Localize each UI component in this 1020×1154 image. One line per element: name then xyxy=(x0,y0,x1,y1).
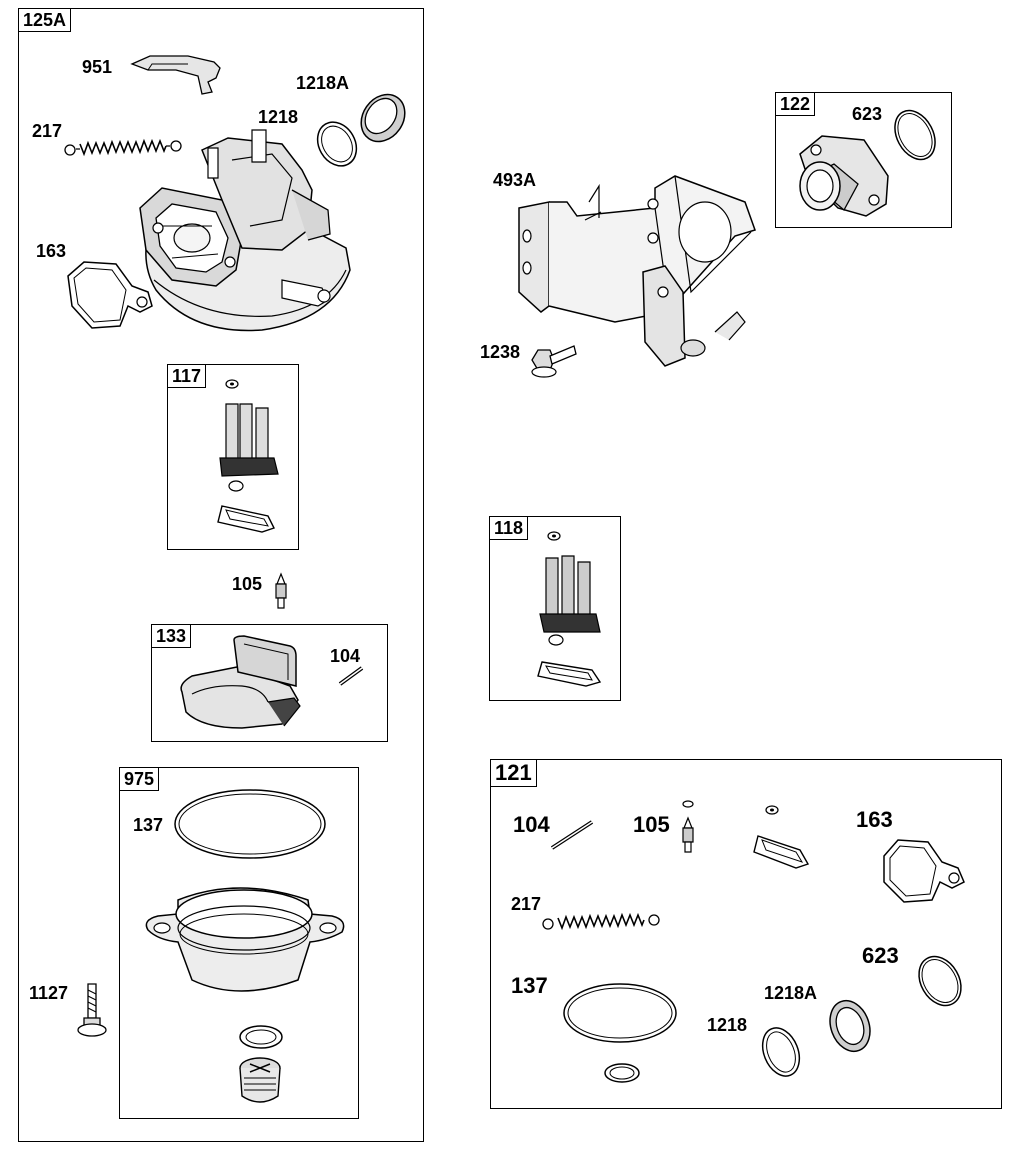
part-1127-label: 1127 xyxy=(29,983,69,1003)
screw-1127 xyxy=(74,980,108,1040)
assembly-125A-label: 125A xyxy=(18,8,72,32)
bowl-washer xyxy=(236,1022,286,1052)
seal-ring-1218A xyxy=(355,90,411,146)
assembly-133-frame: 133 xyxy=(151,624,388,742)
carburetor-body xyxy=(132,130,362,340)
assembly-125A-frame: 125A xyxy=(18,8,424,1142)
part-163-label: 163 xyxy=(36,241,67,261)
kit-105-label: 105 xyxy=(633,812,670,837)
throttle-lever-part xyxy=(128,48,223,96)
kit-gasket-ring-623 xyxy=(912,950,968,1012)
assembly-117-label: 117 xyxy=(167,364,207,388)
part-623-label: 623 xyxy=(852,104,883,124)
part-1218A-label: 1218A xyxy=(296,73,350,93)
kit-valve-gasket xyxy=(750,802,814,874)
kit-float-pin-104 xyxy=(548,818,596,852)
o-ring-137 xyxy=(170,784,330,864)
governor-spring-217 xyxy=(62,136,184,160)
fuel-valve-118 xyxy=(536,528,616,694)
assembly-118-frame: 118 xyxy=(489,516,621,701)
part-493A-label: 493A xyxy=(493,170,537,190)
kit-float-needle-105 xyxy=(676,798,700,856)
kit-217-label: 217 xyxy=(511,894,542,914)
kit-seal-ring-1218A xyxy=(822,996,878,1056)
float-133 xyxy=(172,636,312,734)
float-bowl-975 xyxy=(138,880,350,998)
float-needle-105 xyxy=(272,572,290,612)
assembly-122-label: 122 xyxy=(775,92,816,116)
part-1218-label: 1218 xyxy=(258,107,299,127)
kit-104-label: 104 xyxy=(513,812,550,837)
part-104-label: 104 xyxy=(330,646,361,666)
kit-bowl-washer xyxy=(602,1060,642,1086)
kit-623-label: 623 xyxy=(862,943,899,968)
float-pin-104 xyxy=(336,664,366,688)
kit-gasket-ring-1218 xyxy=(756,1022,806,1082)
bolt-1238 xyxy=(528,340,578,382)
part-217-label: 217 xyxy=(32,121,63,141)
assembly-121-label: 121 xyxy=(490,759,537,787)
part-105-label: 105 xyxy=(232,574,263,594)
bowl-nut xyxy=(232,1054,288,1110)
kit-flange-gasket-163 xyxy=(876,834,972,908)
kit-1218-label: 1218 xyxy=(707,1015,748,1035)
kit-137-label: 137 xyxy=(511,973,548,998)
assembly-118-label: 118 xyxy=(489,516,529,540)
fuel-valve-117 xyxy=(212,378,292,538)
kit-governor-spring-217 xyxy=(540,910,662,934)
part-137-label: 137 xyxy=(133,815,164,835)
part-951-label: 951 xyxy=(82,57,113,77)
assembly-133-label: 133 xyxy=(151,624,192,648)
part-1238-label: 1238 xyxy=(480,342,521,362)
gasket-ring-1218 xyxy=(312,118,362,170)
kit-163-label: 163 xyxy=(856,807,893,832)
kit-1218A-label: 1218A xyxy=(764,983,818,1003)
assembly-975-label: 975 xyxy=(119,767,160,791)
assembly-122-frame: 122 xyxy=(775,92,952,228)
kit-o-ring-137 xyxy=(560,980,680,1046)
assembly-975-frame: 975 xyxy=(119,767,359,1119)
assembly-117-frame: 117 xyxy=(167,364,299,550)
bracket-493A xyxy=(515,172,763,367)
assembly-121-kit-frame: 121 xyxy=(490,759,1002,1109)
elbow-adapter-122 xyxy=(794,128,894,220)
flange-gasket-163 xyxy=(62,256,158,334)
gasket-ring-623 xyxy=(888,104,942,166)
